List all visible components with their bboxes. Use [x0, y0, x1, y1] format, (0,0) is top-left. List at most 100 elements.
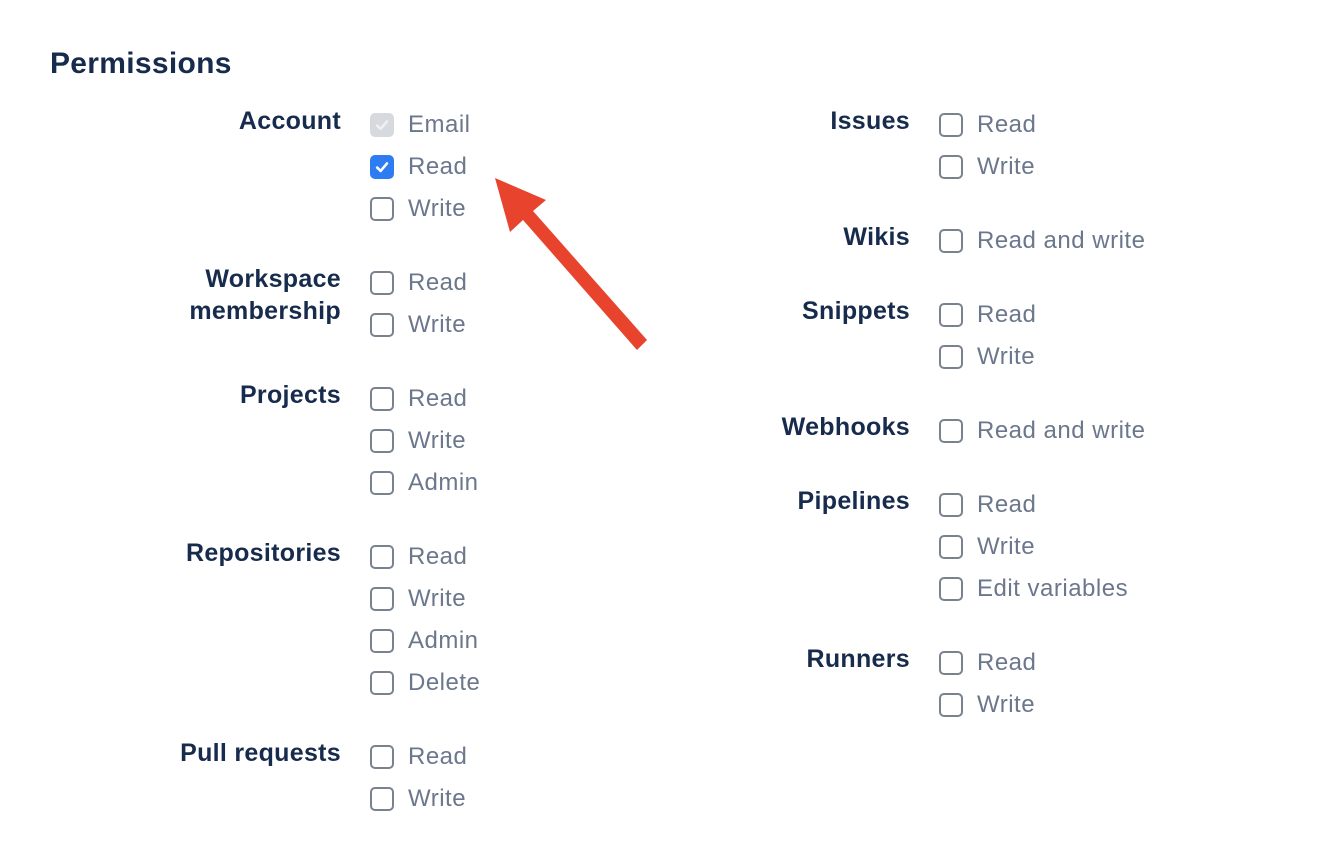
- permission-option-label: Write: [408, 195, 467, 222]
- checkbox[interactable]: [939, 493, 963, 517]
- permission-option-label: Email: [408, 111, 471, 138]
- permission-option-label: Read: [977, 111, 1037, 138]
- checkbox[interactable]: [939, 419, 963, 443]
- permission-option[interactable]: Read: [370, 385, 479, 412]
- checkbox[interactable]: [370, 155, 394, 179]
- permission-option-label: Delete: [408, 669, 481, 696]
- permission-option[interactable]: Read: [370, 743, 468, 770]
- permission-option: Email: [370, 111, 471, 138]
- checkbox[interactable]: [370, 745, 394, 769]
- permission-option-label: Read and write: [977, 417, 1146, 444]
- checkbox[interactable]: [939, 303, 963, 327]
- checkbox[interactable]: [939, 693, 963, 717]
- permission-group-label: Issues: [830, 107, 910, 135]
- checkbox[interactable]: [939, 535, 963, 559]
- permission-group-label: Runners: [806, 645, 910, 673]
- permission-group-label: Webhooks: [781, 413, 910, 441]
- permission-option-label: Write: [408, 785, 467, 812]
- permission-group: Wikis Read and write: [680, 223, 1280, 271]
- permission-option-label: Read and write: [977, 227, 1146, 254]
- checkbox[interactable]: [370, 671, 394, 695]
- permission-group: Issues Read Write: [680, 107, 1280, 197]
- permission-option[interactable]: Write: [370, 785, 467, 812]
- permission-option[interactable]: Write: [939, 691, 1036, 718]
- checkmark-icon: [375, 120, 389, 131]
- permission-options: Read Write Edit variables: [939, 491, 1129, 619]
- checkbox[interactable]: [939, 651, 963, 675]
- checkbox[interactable]: [939, 229, 963, 253]
- permission-group: Account Email Read Write: [111, 107, 711, 239]
- checkbox[interactable]: [370, 429, 394, 453]
- permission-group-label: Wikis: [843, 223, 910, 251]
- permission-option[interactable]: Write: [370, 311, 467, 338]
- checkmark-icon: [375, 162, 389, 173]
- permission-option-label: Read: [408, 153, 468, 180]
- permission-option-label: Admin: [408, 469, 479, 496]
- permission-group-label: Snippets: [802, 297, 910, 325]
- permission-group-label: Repositories: [185, 539, 341, 567]
- checkbox[interactable]: [939, 577, 963, 601]
- permission-option-label: Write: [977, 343, 1036, 370]
- permission-option[interactable]: Read: [939, 111, 1037, 138]
- page-title: Permissions: [50, 47, 232, 80]
- permission-option[interactable]: Read: [370, 153, 471, 180]
- checkbox[interactable]: [939, 345, 963, 369]
- checkbox[interactable]: [939, 113, 963, 137]
- permission-option-label: Write: [408, 427, 467, 454]
- permission-option[interactable]: Write: [370, 585, 480, 612]
- permission-option-label: Write: [977, 533, 1036, 560]
- checkbox[interactable]: [370, 471, 394, 495]
- permission-option-label: Read: [408, 385, 468, 412]
- checkbox[interactable]: [370, 629, 394, 653]
- permission-group: Workspace membership Read Write: [111, 265, 711, 355]
- permission-group-label: Workspace membership: [189, 265, 341, 325]
- checkbox[interactable]: [370, 197, 394, 221]
- checkbox[interactable]: [370, 313, 394, 337]
- permission-options: Read and write: [939, 417, 1146, 461]
- permission-options: Email Read Write: [370, 111, 471, 239]
- permission-option[interactable]: Read: [370, 543, 480, 570]
- permission-option-label: Read: [977, 301, 1037, 328]
- permission-option[interactable]: Read and write: [939, 227, 1146, 254]
- permission-option-label: Edit variables: [977, 575, 1129, 602]
- permission-option[interactable]: Read: [939, 491, 1128, 518]
- permission-option[interactable]: Edit variables: [939, 575, 1129, 602]
- permission-option-label: Write: [408, 585, 467, 612]
- checkbox[interactable]: [370, 387, 394, 411]
- permission-option[interactable]: Admin: [370, 469, 479, 496]
- checkbox[interactable]: [370, 545, 394, 569]
- permission-group: Repositories Read Write Admin: [111, 539, 711, 713]
- permission-option[interactable]: Write: [939, 533, 1128, 560]
- permission-option[interactable]: Read: [939, 301, 1037, 328]
- permission-option[interactable]: Read: [370, 269, 468, 296]
- checkbox[interactable]: [370, 787, 394, 811]
- permission-options: Read Write: [939, 649, 1037, 735]
- permission-option[interactable]: Admin: [370, 627, 480, 654]
- permission-option-label: Read: [408, 269, 468, 296]
- permission-options: Read and write: [939, 227, 1146, 271]
- permission-option-label: Read: [977, 649, 1037, 676]
- permission-option-label: Write: [977, 691, 1036, 718]
- permission-option-label: Read: [408, 743, 468, 770]
- permission-option-label: Read: [977, 491, 1037, 518]
- permission-group: Snippets Read Write: [680, 297, 1280, 387]
- permission-group: Pull requests Read Write: [111, 739, 711, 829]
- permission-group: Projects Read Write Admin: [111, 381, 711, 513]
- permission-option[interactable]: Read and write: [939, 417, 1146, 444]
- permission-option[interactable]: Delete: [370, 669, 481, 696]
- checkbox[interactable]: [370, 587, 394, 611]
- permission-group: Runners Read Write: [680, 645, 1280, 735]
- permission-group-label: Account: [238, 107, 341, 135]
- checkbox[interactable]: [370, 271, 394, 295]
- permission-options: Read Write: [939, 111, 1037, 197]
- permission-option[interactable]: Write: [370, 195, 471, 222]
- permissions-column-right: Issues Read Write Wikis Read and write: [680, 107, 1280, 767]
- checkbox[interactable]: [939, 155, 963, 179]
- permission-group-label: Pull requests: [180, 739, 341, 767]
- permission-option[interactable]: Write: [939, 343, 1036, 370]
- permission-option[interactable]: Write: [370, 427, 479, 454]
- permission-option[interactable]: Read: [939, 649, 1037, 676]
- permission-option-label: Write: [977, 153, 1036, 180]
- permission-option[interactable]: Write: [939, 153, 1036, 180]
- checkbox: [370, 113, 394, 137]
